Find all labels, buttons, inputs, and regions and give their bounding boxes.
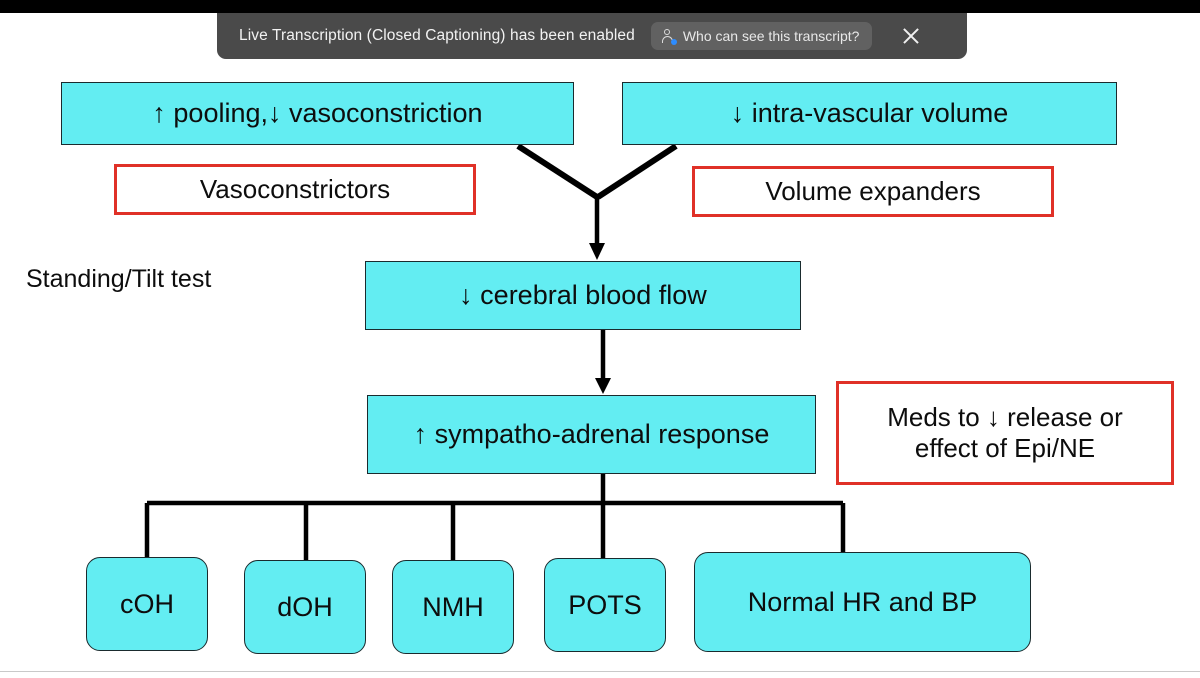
node-coh[interactable]: cOH <box>86 557 208 651</box>
banner-message: Live Transcription (Closed Captioning) h… <box>239 27 635 44</box>
node-label: Normal HR and BP <box>747 586 978 617</box>
node-label: ↓ cerebral blood flow <box>459 280 707 311</box>
node-doh[interactable]: dOH <box>244 560 366 654</box>
who-can-see-transcript-label: Who can see this transcript? <box>682 28 860 44</box>
callout-label: Vasoconstrictors <box>199 173 391 204</box>
standing-tilt-test-label: Standing/Tilt test <box>26 265 212 293</box>
node-label: ↑ sympatho-adrenal response <box>413 419 770 450</box>
node-pooling-vasoconstriction[interactable]: ↑ pooling,↓ vasoconstriction <box>61 82 574 145</box>
callout-label-line-1: Meds to ↓ release or <box>887 401 1123 432</box>
close-icon[interactable] <box>898 23 924 49</box>
node-cerebral-blood-flow[interactable]: ↓ cerebral blood flow <box>365 261 801 330</box>
node-intravascular-volume[interactable]: ↓ intra-vascular volume <box>622 82 1117 145</box>
node-label: ↓ intra-vascular volume <box>730 98 1009 129</box>
node-sympatho-adrenal-response[interactable]: ↑ sympatho-adrenal response <box>367 395 816 474</box>
person-icon <box>661 28 677 45</box>
node-label: cOH <box>120 588 174 619</box>
letterbox-top-bar <box>0 0 1200 13</box>
callout-label-line-2: effect of Epi/NE <box>914 433 1096 463</box>
node-label: NMH <box>422 591 484 622</box>
node-nmh[interactable]: NMH <box>392 560 514 654</box>
node-label: POTS <box>568 589 642 620</box>
live-transcription-banner: Live Transcription (Closed Captioning) h… <box>217 13 967 59</box>
callout-vasoconstrictors[interactable]: Vasoconstrictors <box>114 164 476 215</box>
node-label: dOH <box>277 591 333 622</box>
node-pots[interactable]: POTS <box>544 558 666 652</box>
node-normal-hr-and-bp[interactable]: Normal HR and BP <box>694 552 1031 652</box>
callout-label: Volume expanders <box>765 175 981 206</box>
callout-meds-release-effect[interactable]: Meds to ↓ release or effect of Epi/NE <box>836 381 1174 485</box>
node-label: ↑ pooling,↓ vasoconstriction <box>152 98 483 129</box>
callout-volume-expanders[interactable]: Volume expanders <box>692 166 1054 217</box>
who-can-see-transcript-button[interactable]: Who can see this transcript? <box>650 22 873 50</box>
bottom-rule <box>0 671 1200 672</box>
